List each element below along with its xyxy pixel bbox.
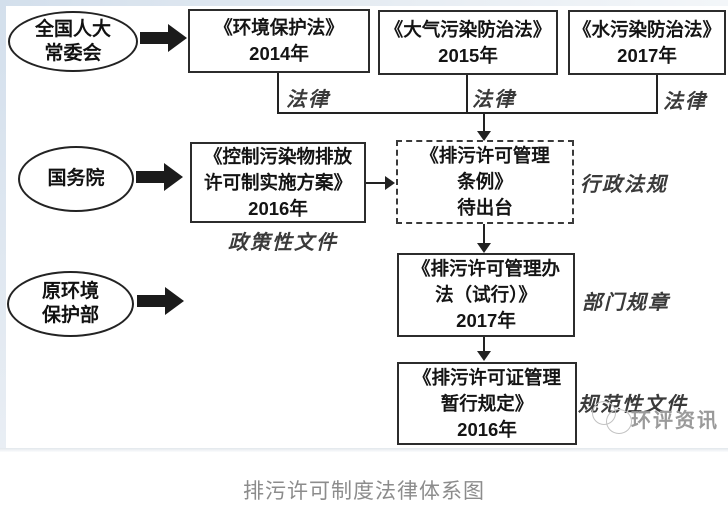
page-edge-left [0, 0, 6, 450]
connector-line [483, 113, 485, 132]
box-permit-regulation-pending: 《排污许可管理 条例》 待出台 [396, 140, 574, 224]
box-permit-interim-provisions: 《排污许可证管理 暂行规定》 2016年 [397, 362, 577, 445]
node-label-line: 全国人大 [34, 18, 111, 40]
node-label-line: 原环境 [41, 281, 99, 302]
thick-arrow-icon [140, 24, 188, 52]
arrowhead-right-icon [385, 176, 395, 190]
box-text-line: 许可制实施方案》 [203, 171, 352, 193]
box-text-line: 《环境保护法》 [214, 17, 344, 38]
box-text-line: 《排污许可证管理 [412, 366, 561, 388]
box-text-line: 条例》 [457, 171, 513, 192]
connector-line [277, 112, 658, 114]
box-text-line: 2017年 [456, 310, 516, 331]
box-water-pollution-control-law: 《水污染防治法》 2017年 [568, 10, 726, 75]
figure-caption: 排污许可制度法律体系图 [243, 480, 485, 503]
thick-arrow-icon [136, 163, 184, 191]
box-text-line: 2015年 [438, 44, 498, 66]
node-npc-standing-committee: 全国人大 常委会 [8, 11, 138, 72]
node-former-environment-ministry: 原环境 保护部 [7, 271, 134, 337]
box-text-line: 《水污染防治法》 [572, 18, 721, 40]
box-text-line: 2017年 [617, 44, 677, 66]
node-label-line: 保护部 [41, 305, 99, 326]
box-text-line: 《大气污染防治法》 [384, 18, 552, 40]
connector-line [483, 224, 485, 244]
tag-department-rule: 部门规章 [582, 290, 670, 314]
connector-line [483, 337, 485, 353]
box-text-line: 《排污许可管理办 [411, 258, 560, 279]
box-air-pollution-control-law: 《大气污染防治法》 2015年 [378, 10, 558, 75]
box-permit-measures-trial: 《排污许可管理办 法（试行）》 2017年 [397, 253, 575, 337]
box-text-line: 暂行规定》 [440, 392, 534, 414]
arrowhead-down-icon [477, 243, 491, 253]
arrow-head [168, 24, 187, 52]
box-text-line: 2016年 [248, 197, 308, 219]
connector-line [366, 182, 386, 184]
connector-line [656, 75, 658, 113]
node-state-council: 国务院 [18, 146, 134, 212]
arrow-head [164, 163, 183, 191]
tag-law: 法律 [286, 87, 330, 111]
arrowhead-down-icon [477, 131, 491, 141]
watermark-logo-icon [606, 409, 632, 434]
thick-arrow-icon [137, 287, 185, 315]
arrow-shaft [137, 295, 166, 307]
box-text-line: 《控制污染物排放 [203, 145, 352, 167]
node-label-line: 常委会 [44, 42, 102, 64]
tag-policy-document: 政策性文件 [228, 230, 338, 254]
arrow-shaft [140, 32, 169, 44]
box-text-line: 待出台 [457, 197, 513, 218]
box-text-line: 《排污许可管理 [420, 145, 550, 166]
page-edge-top [0, 0, 728, 6]
connector-line [466, 75, 468, 113]
box-text-line: 法（试行）》 [435, 284, 537, 305]
tag-administrative-regulation: 行政法规 [580, 172, 668, 196]
diagram-bottom-shadow [0, 448, 728, 452]
arrow-head [165, 287, 184, 315]
box-environmental-protection-law: 《环境保护法》 2014年 [188, 9, 370, 73]
box-text-line: 2016年 [457, 418, 517, 440]
tag-law: 法律 [472, 87, 516, 111]
box-permit-implementation-plan: 《控制污染物排放 许可制实施方案》 2016年 [190, 142, 366, 223]
arrow-shaft [136, 171, 165, 183]
node-label-line: 国务院 [47, 168, 105, 189]
box-text-line: 2014年 [249, 43, 309, 64]
watermark-text: 环评资讯 [631, 408, 719, 432]
connector-line [277, 73, 279, 113]
arrowhead-down-icon [477, 351, 491, 361]
tag-law: 法律 [663, 89, 707, 113]
